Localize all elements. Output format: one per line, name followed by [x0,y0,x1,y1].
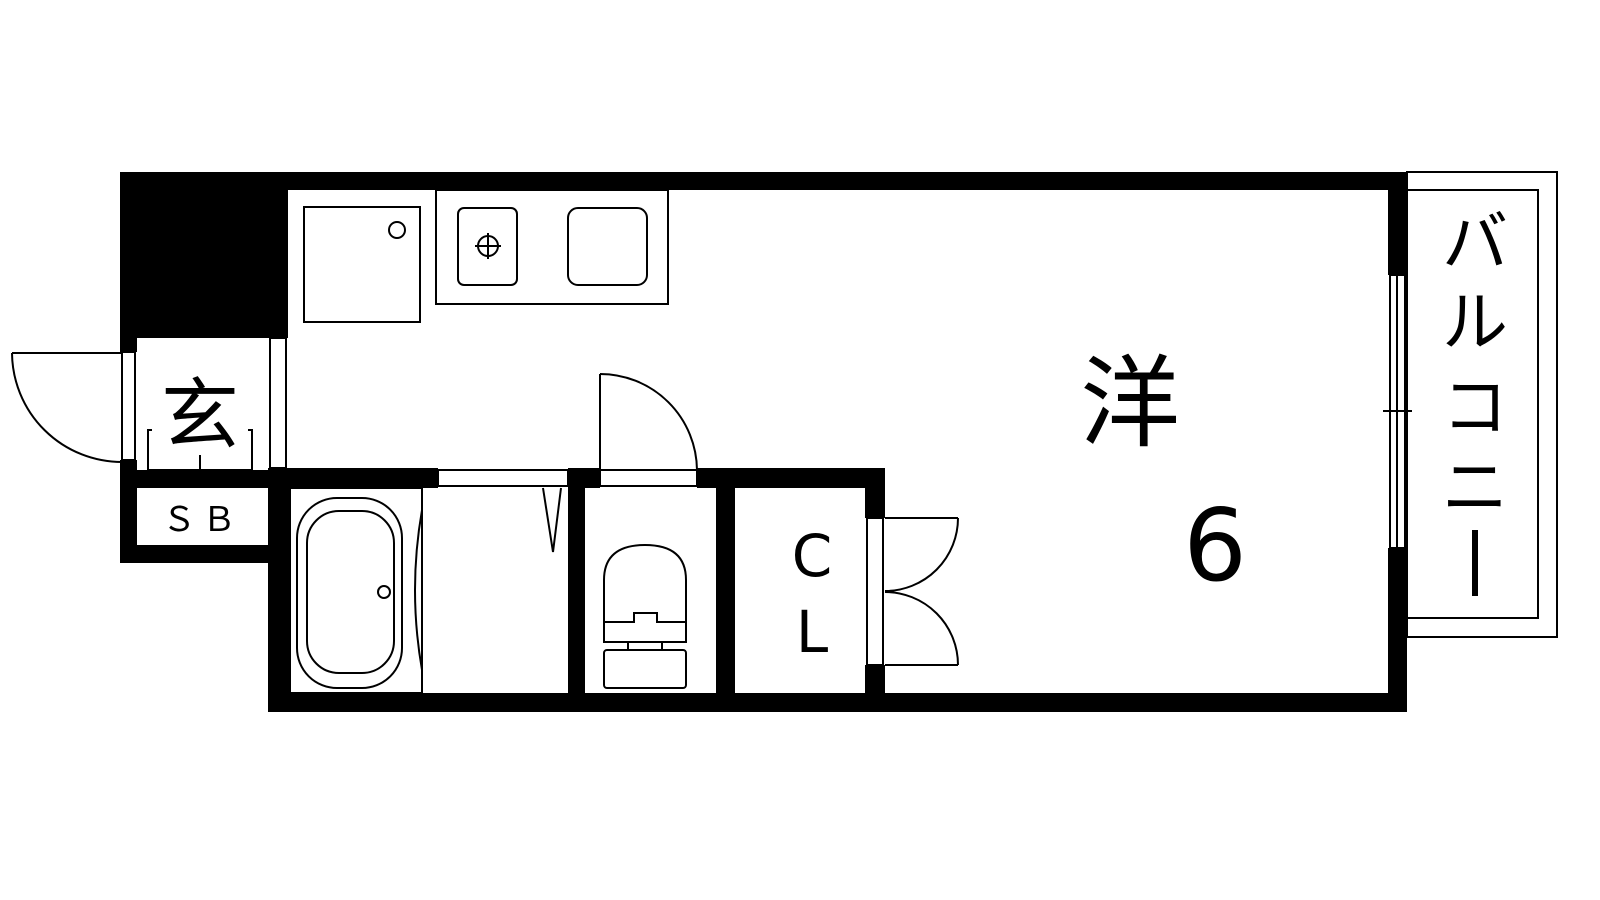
toilet [603,543,687,689]
refrigerator-space [303,206,421,323]
closet-doors[interactable] [884,517,959,666]
bathtub [289,487,423,694]
closet-label-c: C [792,522,833,590]
closet-label-l: L [796,598,828,666]
balcony-label: バ ル コ ニ ー [1442,204,1508,596]
kitchen-counter [435,189,669,305]
balcony-label-char: ル [1442,284,1508,361]
entrance-door[interactable] [11,351,136,463]
sink-icon [567,207,648,286]
western-room-label: 洋 [1080,345,1180,462]
balcony-label-char: ー [1475,589,1476,591]
balcony [1406,171,1558,638]
balcony-label-char: バ [1442,204,1508,281]
western-room-size: 6 [1183,487,1247,604]
walls [120,172,1407,712]
stove-icon [457,207,518,286]
balcony-label-char: ニ [1442,449,1508,526]
toilet-door[interactable] [599,373,698,471]
entrance-label: 玄 [161,371,239,461]
balcony-label-char: コ [1442,369,1508,446]
shoe-box-label: ＳＢ [162,500,242,540]
